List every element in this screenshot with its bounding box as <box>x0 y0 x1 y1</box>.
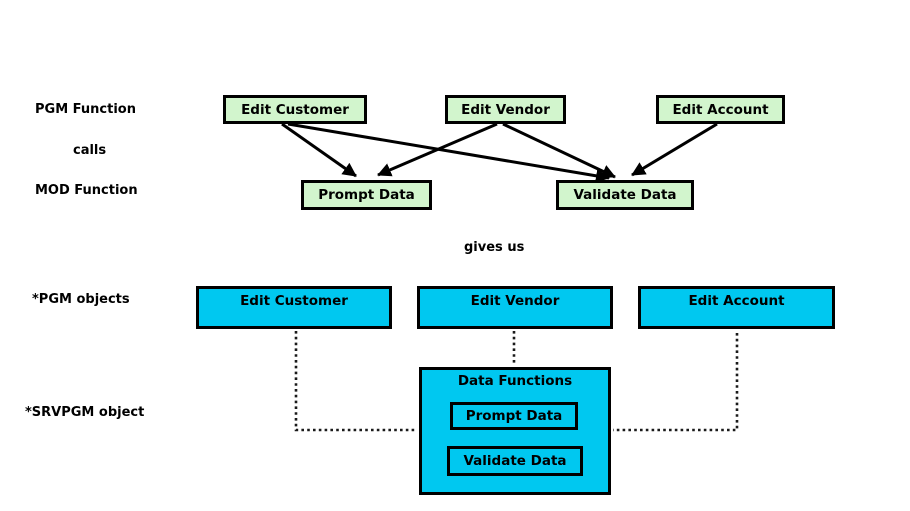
box-label: Edit Account <box>672 101 769 118</box>
box-label: Validate Data <box>463 453 567 469</box>
mod-function-box-prompt-data: Prompt Data <box>301 180 432 210</box>
box-label: Validate Data <box>573 187 677 203</box>
srvpgm-title: Data Functions <box>457 373 573 389</box>
call-arrow-vendor-prompt <box>377 122 498 177</box>
box-label: Edit Customer <box>240 293 348 309</box>
call-arrow-account-validate <box>631 122 718 177</box>
call-arrow-customer-validate <box>287 122 610 183</box>
pgm-object-box-edit-account: Edit Account <box>638 286 835 329</box>
dotted-connector-account <box>613 333 739 432</box>
pgm-object-box-edit-customer: Edit Customer <box>196 286 392 329</box>
box-label: Edit Vendor <box>470 293 560 309</box>
row-label-srvpgm-object: *SRVPGM object <box>25 405 145 420</box>
gives-us-label: gives us <box>464 240 525 255</box>
row-label-pgm-objects: *PGM objects <box>32 292 130 307</box>
dotted-connector-customer <box>294 331 417 432</box>
box-label: Edit Account <box>688 293 785 309</box>
box-label: Prompt Data <box>465 408 563 424</box>
srvpgm-function-box-validate-data: Validate Data <box>447 446 583 476</box>
box-label: Edit Customer <box>241 101 349 118</box>
box-label: Prompt Data <box>318 187 415 203</box>
row-label-pgm-function: PGM Function <box>35 102 136 117</box>
row-label-mod-function: MOD Function <box>35 183 138 198</box>
box-label: Edit Vendor <box>461 101 550 118</box>
pgm-function-box-edit-account: Edit Account <box>656 95 785 124</box>
srvpgm-object-box: Data Functions Prompt Data Validate Data <box>419 367 611 495</box>
call-arrow-vendor-validate <box>502 122 616 179</box>
pgm-function-box-edit-vendor: Edit Vendor <box>445 95 566 124</box>
pgm-object-box-edit-vendor: Edit Vendor <box>417 286 613 329</box>
mod-function-box-validate-data: Validate Data <box>556 180 694 210</box>
srvpgm-function-box-prompt-data: Prompt Data <box>450 402 578 430</box>
pgm-function-box-edit-customer: Edit Customer <box>223 95 367 124</box>
row-label-calls: calls <box>73 143 107 158</box>
call-arrow-customer-prompt <box>281 122 357 178</box>
